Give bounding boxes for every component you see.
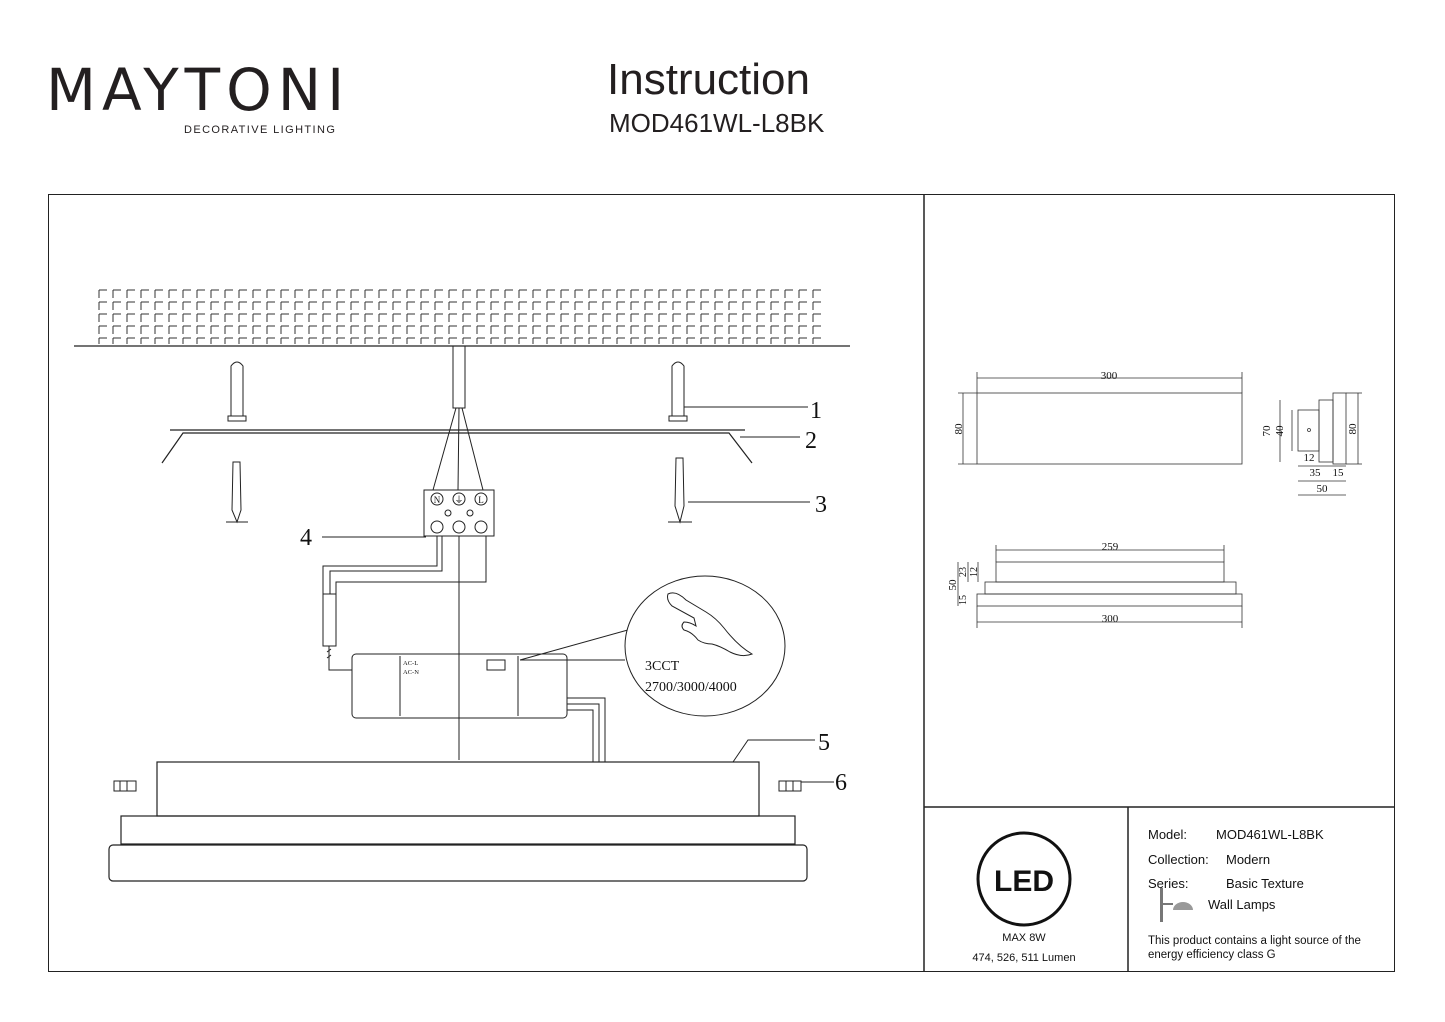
dim-side-35: 35 (1310, 467, 1322, 479)
model-label: Model: (1148, 827, 1188, 842)
callout-6: 6 (835, 770, 847, 796)
dim-front-width: 300 (1101, 370, 1118, 382)
brand-logo: MAYTONI DECORATIVE LIGHTING (46, 58, 346, 138)
screw-cap-left (113, 780, 137, 792)
instruction-frame (48, 194, 1395, 972)
led-driver: AC-L AC-N (351, 653, 606, 762)
collection-value: Modern (1226, 852, 1271, 867)
dim-front-height: 80 (953, 423, 965, 435)
led-badge-icon: LED (976, 831, 1072, 927)
collection-label: Collection: (1148, 852, 1209, 867)
ceiling (74, 288, 850, 347)
brand-wordmark: MAYTONI (46, 58, 350, 122)
hand-icon (667, 592, 754, 657)
series-value: Basic Texture (1226, 876, 1304, 891)
brand-tagline: DECORATIVE LIGHTING (184, 124, 337, 136)
dimension-front-view (958, 372, 1243, 465)
callout-leaders (322, 406, 834, 783)
dim-top-inner: 259 (1102, 541, 1119, 553)
dim-side-15: 15 (1333, 467, 1345, 479)
cct-switch-callout: 3CCT 2700/3000/4000 (519, 575, 786, 717)
energy-note: This product contains a light source of … (1148, 935, 1361, 961)
driver-wires (322, 536, 487, 760)
dim-top-15: 15 (958, 595, 969, 605)
series-label: Series: (1148, 876, 1189, 891)
mounting-plate (161, 429, 753, 464)
dim-side-70: 70 (1261, 425, 1273, 437)
wall-lamp-icon (1160, 888, 1193, 922)
terminal-earth: ⏚ (454, 495, 463, 505)
callout-4: 4 (300, 525, 312, 551)
lumen-rating: 474, 526, 511 Lumen (972, 952, 1076, 964)
cct-label: 3CCT (645, 659, 680, 674)
dimension-side-view (1279, 392, 1362, 496)
lamp-body (108, 761, 808, 882)
terminal-block: N ⏚ L (423, 489, 495, 537)
screw-cap-right (778, 780, 802, 792)
dim-side-80: 80 (1347, 423, 1359, 435)
page-title: Instruction (607, 55, 810, 104)
callout-numbers: 1 2 3 4 5 6 (300, 398, 847, 796)
dim-side-50: 50 (1317, 483, 1329, 495)
callout-5: 5 (818, 730, 830, 756)
dim-top-outer: 300 (1102, 613, 1119, 625)
cct-values: 2700/3000/4000 (645, 680, 737, 695)
dimension-top-view (957, 545, 1243, 628)
model-value: MOD461WL-L8BK (1216, 827, 1324, 842)
dim-top-23: 23 (958, 567, 969, 577)
driver-label-acl: AC-L (403, 660, 418, 667)
power-rating: MAX 8W (1002, 932, 1046, 944)
model-code: MOD461WL-L8BK (609, 108, 825, 138)
screw-right (668, 457, 692, 524)
category-label: Wall Lamps (1208, 897, 1276, 912)
wall-plug-right (668, 361, 688, 422)
driver-label-acn: AC-N (403, 669, 419, 676)
screw-left (226, 461, 248, 524)
dim-side-12: 12 (1304, 452, 1315, 464)
callout-3: 3 (815, 492, 827, 518)
dim-side-40: 40 (1274, 425, 1286, 437)
callout-1: 1 (810, 398, 822, 424)
terminal-l: L (478, 495, 484, 505)
supply-cable (432, 345, 484, 491)
brand-name: MAYTONI (46, 56, 351, 124)
wall-plug-left (227, 361, 247, 422)
terminal-n: N (434, 495, 441, 505)
led-badge-text: LED (994, 865, 1054, 898)
dim-top-12: 12 (969, 567, 980, 577)
callout-2: 2 (805, 428, 817, 454)
dim-top-50: 50 (947, 579, 959, 591)
